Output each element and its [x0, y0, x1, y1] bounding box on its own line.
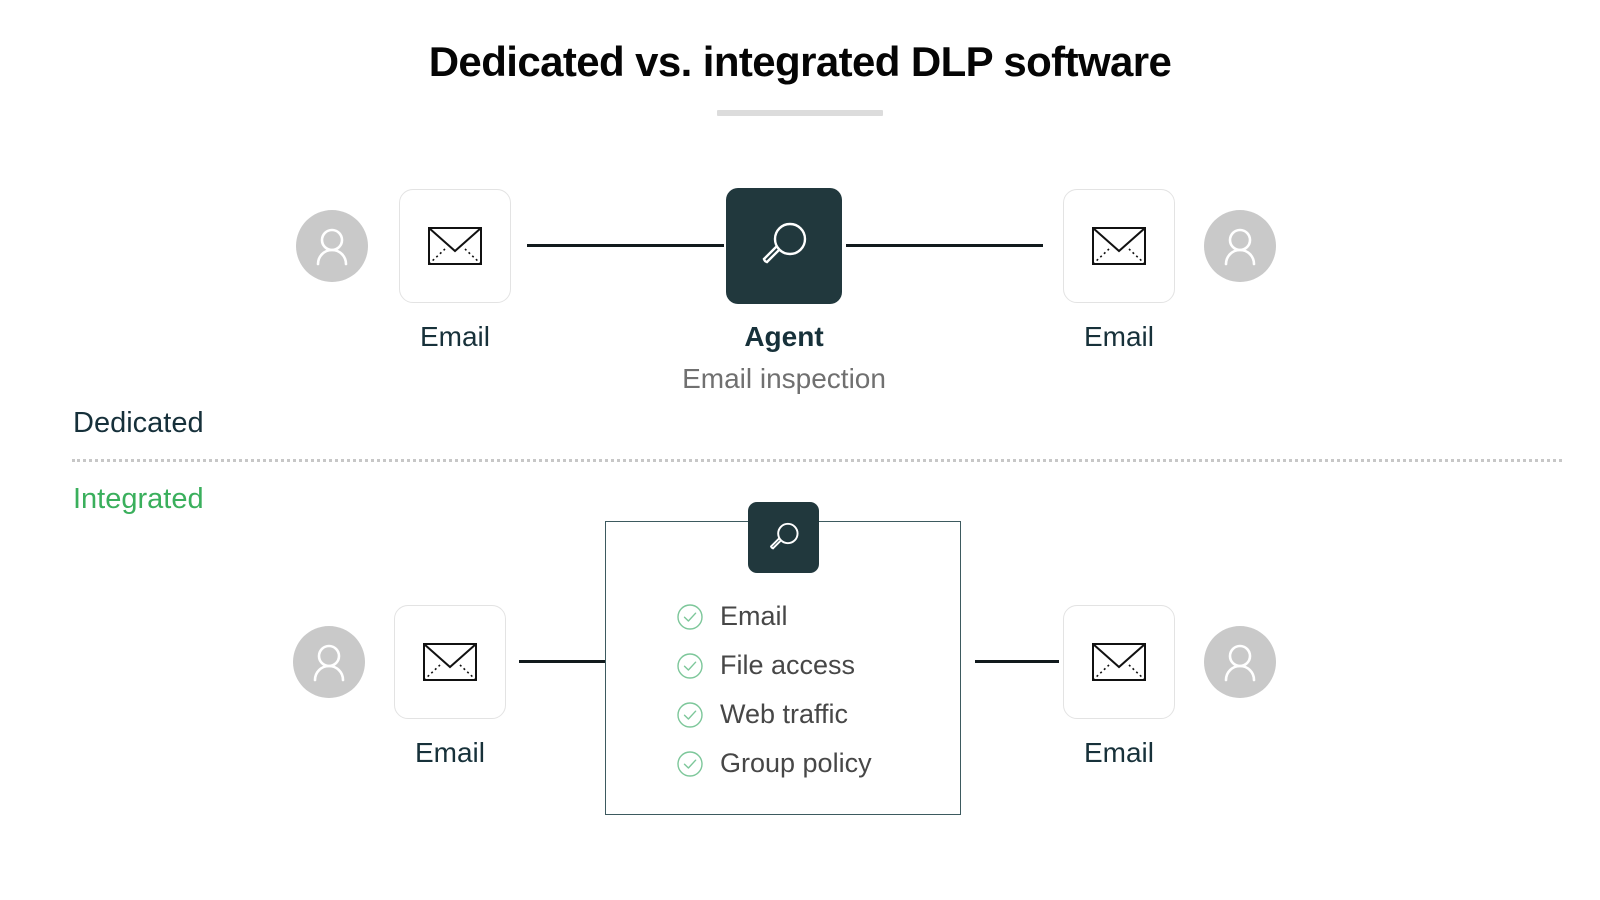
title-underline-rule	[717, 110, 883, 116]
envelope-icon	[423, 643, 477, 681]
section-divider	[72, 459, 1562, 462]
envelope-icon	[1092, 227, 1146, 265]
envelope-icon	[428, 227, 482, 265]
email-card-recipient-integrated[interactable]	[1063, 605, 1175, 719]
email-card-caption-sender-dedicated: Email	[419, 321, 490, 352]
person-avatar-icon	[1224, 644, 1256, 682]
list-item-label: Web traffic	[720, 699, 849, 729]
email-card-sender-dedicated[interactable]	[399, 189, 511, 303]
capabilities-checklist: Email File access Web traffic Group poli…	[676, 592, 976, 788]
recipient-avatar-integrated	[1204, 626, 1276, 698]
connector-left-integrated	[519, 660, 605, 663]
email-card-caption-recipient-integrated: Email	[1083, 737, 1154, 768]
agent-box-dedicated[interactable]	[726, 188, 842, 304]
person-avatar-icon	[313, 644, 345, 682]
connector-left-dedicated	[527, 244, 724, 247]
page-title: Dedicated vs. integrated DLP software	[428, 38, 1172, 85]
list-item[interactable]: Group policy	[676, 739, 976, 788]
email-card-caption-recipient-dedicated: Email	[1083, 321, 1154, 352]
section-label-dedicated: Dedicated	[73, 407, 204, 439]
check-circle-icon	[676, 603, 704, 631]
list-item-label: File access	[720, 650, 856, 680]
list-item[interactable]: Email	[676, 592, 976, 641]
agent-title-dedicated: Agent	[744, 321, 824, 352]
agent-subtitle-dedicated: Email inspection	[682, 363, 886, 394]
section-label-integrated: Integrated	[73, 483, 204, 515]
email-card-sender-integrated[interactable]	[394, 605, 506, 719]
list-item-label: Group policy	[720, 748, 872, 778]
check-circle-icon	[676, 652, 704, 680]
list-item-label: Email	[720, 601, 788, 631]
agent-box-integrated[interactable]	[748, 502, 819, 573]
envelope-icon	[1092, 643, 1146, 681]
sender-avatar-integrated	[293, 626, 365, 698]
connector-right-dedicated	[846, 244, 1043, 247]
person-avatar-icon	[316, 228, 348, 266]
person-avatar-icon	[1224, 228, 1256, 266]
recipient-avatar-dedicated	[1204, 210, 1276, 282]
list-item[interactable]: Web traffic	[676, 690, 976, 739]
list-item[interactable]: File access	[676, 641, 976, 690]
check-circle-icon	[676, 701, 704, 729]
connector-right-integrated	[975, 660, 1059, 663]
email-card-caption-sender-integrated: Email	[414, 737, 485, 768]
email-card-recipient-dedicated[interactable]	[1063, 189, 1175, 303]
magnifier-icon	[769, 522, 799, 549]
magnifier-icon	[762, 222, 807, 264]
sender-avatar-dedicated	[296, 210, 368, 282]
check-circle-icon	[676, 750, 704, 778]
